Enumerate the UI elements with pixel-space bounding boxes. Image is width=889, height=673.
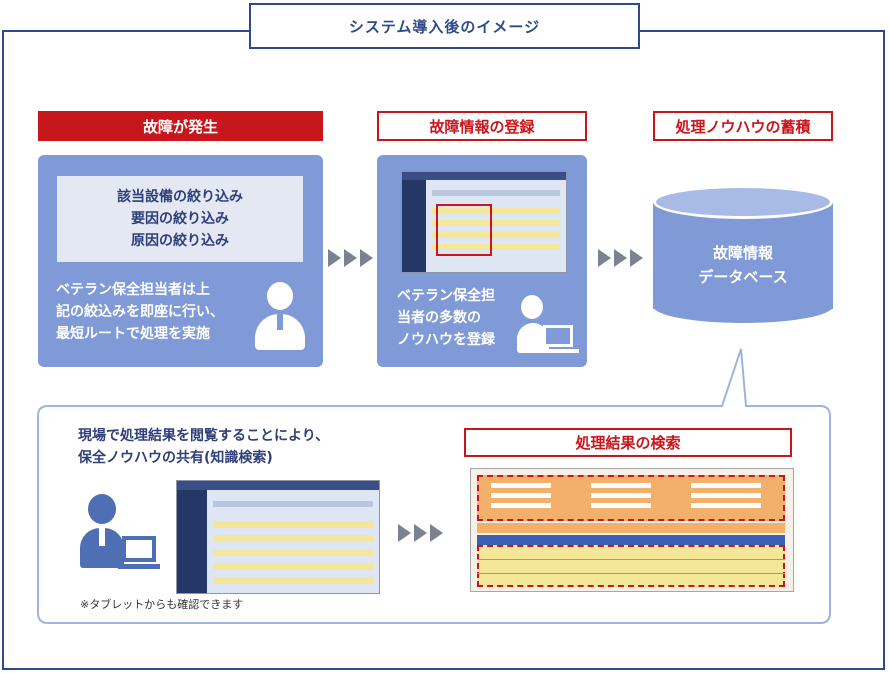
narrow-item: 要因の絞り込み	[131, 211, 229, 227]
database-icon: 故障情報 データベース	[653, 185, 833, 325]
register-card: ベテラン保全担 当者の多数の ノウハウを登録	[377, 155, 587, 367]
registration-screen-image	[401, 171, 567, 273]
veteran-description: ベテラン保全担当者は上 記の絞込みを即座に行い、 最短ルートで処理を実施	[56, 282, 224, 342]
narrow-item: 該当設備の絞り込み	[117, 189, 243, 205]
step-register-failure-info: 故障情報の登録	[377, 111, 587, 141]
person-computer-icon	[78, 494, 162, 574]
step-accumulate-knowhow: 処理ノウハウの蓄積	[653, 111, 833, 141]
sharing-description: 現場で処理結果を閲覧することにより、 保全ノウハウの共有(知識検索)	[78, 428, 330, 466]
person-laptop-icon	[517, 295, 581, 357]
narrowing-box: 該当設備の絞り込み 要因の絞り込み 原因の絞り込み	[57, 176, 303, 262]
narrow-item: 原因の絞り込み	[131, 233, 229, 249]
knowledge-search-screen-image	[176, 480, 380, 594]
arrow-chevrons-icon	[398, 524, 443, 542]
search-results-label: 処理結果の検索	[464, 428, 792, 457]
arrow-chevrons-icon	[598, 249, 643, 267]
database-label: 故障情報 データベース	[698, 244, 788, 286]
failure-card: 該当設備の絞り込み 要因の絞り込み 原因の絞り込み ベテラン保全担当者は上 記の…	[38, 155, 323, 367]
search-results-screen-image	[470, 468, 794, 592]
person-icon	[253, 282, 308, 352]
register-description: ベテラン保全担 当者の多数の ノウハウを登録	[397, 288, 495, 348]
page-title: システム導入後のイメージ	[249, 3, 640, 49]
step-failure-occurs: 故障が発生	[38, 111, 323, 141]
tablet-note: ※タブレットからも確認できます	[80, 598, 244, 611]
arrow-chevrons-icon	[328, 249, 373, 267]
